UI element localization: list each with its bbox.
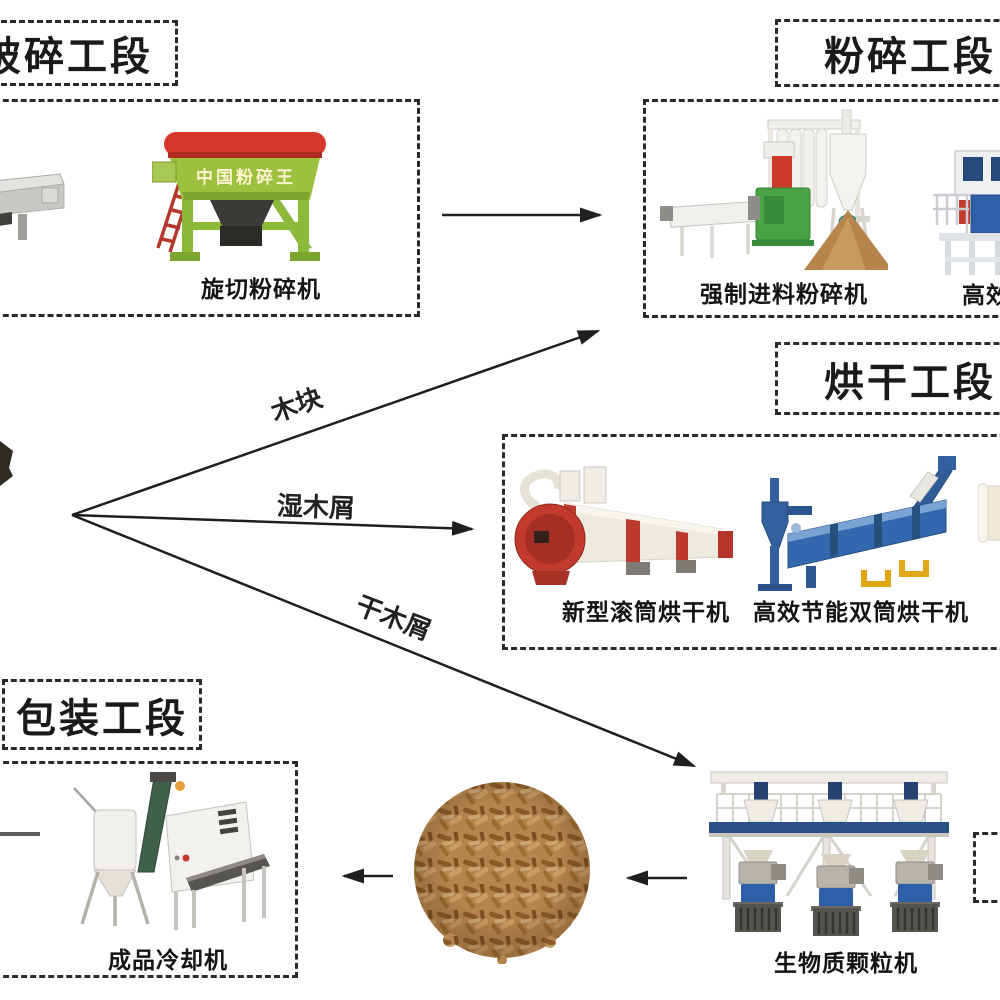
forced-feeding-crusher-image [660,109,888,270]
drying-section-title-box: 烘干工段 [775,342,1000,415]
arrow-dry-sawdust-to-pelletizing [71,513,697,768]
label-rotary-cut-crusher: 旋切粉碎机 [201,276,321,302]
cyclone [829,133,867,211]
double-drum-dryer-image [758,456,956,591]
flow-label-wet-sawdust: 湿木屑 [276,490,356,524]
drum-dryer-image [514,466,733,585]
label-double-drum-dryer: 高效节能双筒烘干机 [753,599,969,625]
vibrating-conveyor-image [0,173,65,240]
arrow-wood-blocks-to-pulverizing [71,329,601,517]
label-drum-dryer: 新型滚筒烘干机 [562,599,730,625]
clipped-right-edge-box [973,832,1000,903]
label-biomass-pellet-mill: 生物质颗粒机 [774,950,918,976]
packing-section-title: 包装工段 [16,696,188,741]
clipped-dryer-image [978,483,1000,543]
crushing-section-title-box: 破碎工段 [0,20,178,86]
pulverizing-section-title-box: 粉碎工段 [775,19,1000,87]
arrow-wet-sawdust-to-drying [71,513,475,536]
pulverizing-machines-box [643,99,1000,318]
partial-source-image [0,441,13,486]
drying-section-title: 烘干工段 [824,360,996,405]
pellet-mill-units [733,850,943,936]
drying-machines-box [502,434,1000,650]
label-finished-product-cooler: 成品冷却机 [108,947,228,973]
crushing-section-title: 破碎工段 [0,35,153,79]
biomass-pellet-mill-image [709,771,949,936]
crusher-brand-text: 中国粉碎王 [196,167,296,187]
label-high-efficiency-crusher: 高效 [962,282,1000,308]
finished-product-cooler-image [73,772,270,930]
label-forced-feeding-crusher: 强制进料粉碎机 [700,281,868,307]
rotary-cut-crusher-image: 中国粉碎王 [152,132,326,261]
crushing-machines-box [0,99,420,317]
packing-machines-box [0,761,298,978]
wood-pellets-pile-image [414,782,590,964]
packing-section-title-box: 包装工段 [2,679,202,750]
high-efficiency-crusher-image [933,150,1000,275]
pulverizing-section-title: 粉碎工段 [824,35,996,79]
